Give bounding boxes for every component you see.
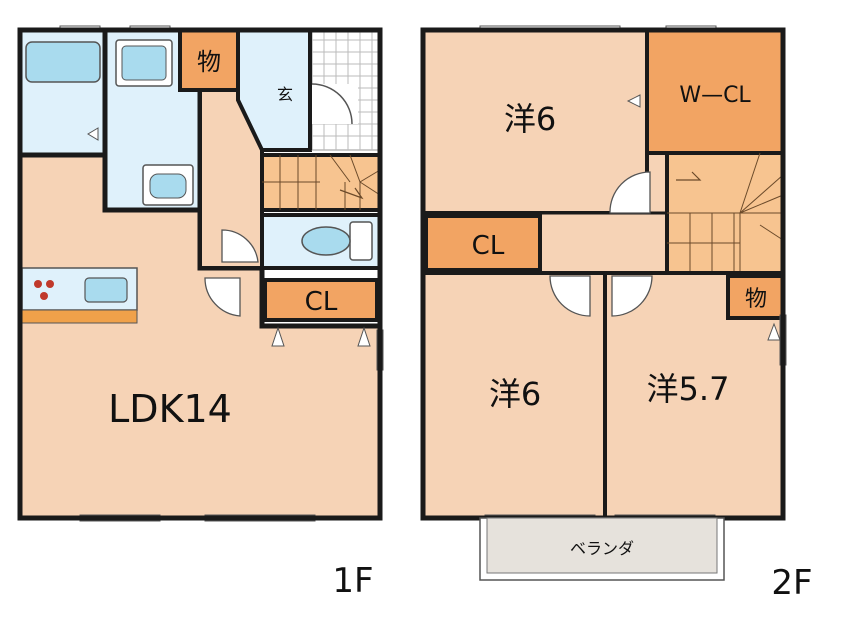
west-room-top-label: 洋6 xyxy=(504,100,556,138)
storage-2f-label: 物 xyxy=(745,287,767,312)
first-floor: 物 玄 CL LDK14 1F xyxy=(17,25,384,601)
hallway-2f xyxy=(538,211,669,277)
balcony-label: ベランダ xyxy=(570,539,634,558)
counter-edge xyxy=(21,309,138,324)
closet-door-marker-icon xyxy=(357,326,371,347)
room-door-icon xyxy=(609,171,651,214)
entrance-label: 玄 xyxy=(277,85,293,104)
room-door-icon xyxy=(611,275,653,317)
door-marker-icon xyxy=(626,94,641,108)
stove-burner-icon xyxy=(40,292,48,300)
stove-burner-icon xyxy=(46,280,54,288)
first-floor-outline xyxy=(17,27,383,521)
door-marker-icon xyxy=(767,322,781,341)
kitchen-sink-icon xyxy=(84,277,128,303)
door-marker-icon xyxy=(87,127,99,141)
ldk-label: LDK14 xyxy=(108,387,232,431)
stairs-arrow-icon xyxy=(339,187,364,200)
storage-room xyxy=(178,28,240,92)
room-door-icon xyxy=(549,275,591,317)
toilet-bowl-icon xyxy=(301,226,351,256)
stove-burner-icon xyxy=(34,280,42,288)
stair-lines xyxy=(262,154,381,210)
storage-label: 物 xyxy=(197,48,221,76)
stairs-arrow-icon xyxy=(676,171,702,181)
west-room-right-label: 洋5.7 xyxy=(647,370,730,408)
first-floor-label: 1F xyxy=(332,561,373,601)
entrance-door-arc-icon xyxy=(311,83,353,125)
toilet-door-icon xyxy=(221,229,259,263)
toilet-tank-icon xyxy=(349,221,373,261)
sink-basin-icon xyxy=(149,173,187,199)
washing-machine-drum-icon xyxy=(121,45,167,81)
ldk-door-icon xyxy=(204,277,241,317)
closet-2f-label: CL xyxy=(472,231,505,261)
balcony-floor xyxy=(486,517,718,574)
walk-in-closet-label: W—CL xyxy=(679,83,751,108)
stair-lines-2f xyxy=(667,152,784,273)
west-room-left-label: 洋6 xyxy=(489,375,541,413)
closet-1f-label: CL xyxy=(305,287,338,317)
closet-door-marker-icon xyxy=(271,326,285,347)
second-floor-label: 2F xyxy=(771,563,812,603)
second-floor: 洋6 W—CL CL 物 洋6 洋5.7 ベランダ 2F xyxy=(420,25,813,603)
closet-2f xyxy=(424,214,542,272)
bathtub-icon xyxy=(25,41,101,83)
closet-1f xyxy=(263,278,379,322)
walk-in-closet xyxy=(645,28,785,155)
